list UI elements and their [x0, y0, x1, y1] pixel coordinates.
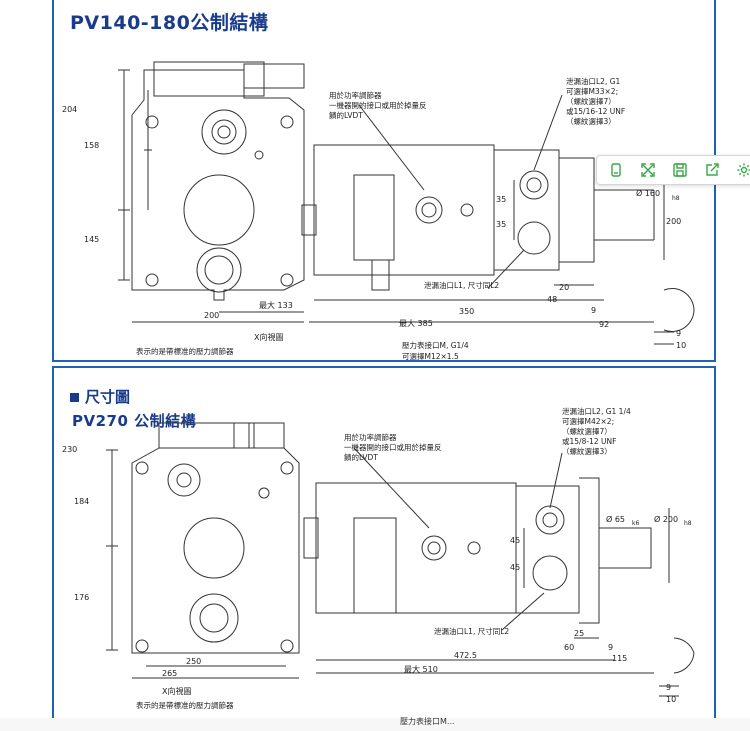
dim-265: 265 — [162, 669, 177, 678]
leak-label: 泄漏油口L1, 尺寸同L2 — [424, 280, 499, 290]
note-right-1: 泄漏油口L2, G1 — [566, 76, 621, 86]
panel-title: PV140-180公制結構 — [70, 12, 269, 34]
pressure-label-2: 可選擇M12×1.5 — [402, 351, 459, 361]
section-heading: 尺寸圖 — [70, 386, 130, 407]
dim-200: 200 — [204, 311, 219, 320]
dim-9: 9 — [591, 306, 596, 315]
note-left-1: 用於功率調節器 — [329, 90, 382, 100]
note-right-5: （螺紋選擇3） — [566, 116, 616, 126]
dim-133: 最大 133 — [259, 300, 293, 310]
note-left-3: 饋的LVDT — [329, 110, 363, 120]
note-right-2: 可選擇M33×2; — [566, 86, 618, 96]
dim-92: 92 — [599, 320, 609, 329]
leak-label: 泄漏油口L1, 尺寸同L2 — [434, 626, 509, 636]
note-left-2: 一機器開的接口或用於掉量反 — [329, 100, 427, 110]
dim-204: 204 — [62, 105, 77, 114]
technical-drawing: 230 184 176 250 265 X向視圖 表示的是帶標准的壓力調節器 用… — [62, 406, 695, 710]
dim-35a: 35 — [496, 195, 506, 204]
floating-toolbar — [596, 155, 750, 185]
dim-45b: 45 — [510, 563, 520, 572]
dim-9b: 9 — [666, 683, 671, 692]
dim-230: 230 — [62, 445, 77, 454]
note-right-4: 或15/8-12 UNF — [562, 436, 616, 446]
note-left-2: 一機器開的接口或用於掉量反 — [344, 442, 442, 452]
view-subcaption: 表示的是帶標准的壓力調節器 — [136, 700, 234, 710]
copy-icon[interactable] — [603, 159, 629, 181]
share-icon[interactable] — [699, 159, 725, 181]
dim-48: 48 — [547, 295, 557, 304]
dim-60: 60 — [564, 643, 574, 652]
dim-184: 184 — [74, 497, 89, 506]
dim-385: 最大 385 — [399, 318, 433, 328]
dim-200-right: 200 — [666, 217, 681, 226]
view-caption: X向視圖 — [254, 332, 283, 342]
note-left-3: 饋的LVDT — [344, 452, 378, 462]
cut-off-label: 壓力表接口M... — [400, 717, 455, 726]
dim-9: 9 — [608, 643, 613, 652]
dim-200-right: Ø 200 — [654, 514, 678, 524]
dim-176: 176 — [74, 593, 89, 602]
dim-65: Ø 65 — [606, 514, 625, 524]
dim-h8: h8 — [672, 195, 680, 202]
panel-title: PV270 公制結構 — [72, 412, 197, 430]
note-right-1: 泄漏油口L2, G1 1/4 — [562, 406, 631, 416]
note-left-1: 用於功率調節器 — [344, 432, 397, 442]
dim-25: 25 — [574, 629, 584, 638]
dim-35b: 35 — [496, 220, 506, 229]
dim-20: 20 — [559, 283, 569, 292]
dim-472-5: 472.5 — [454, 651, 477, 660]
section-heading-text: 尺寸圖 — [85, 388, 131, 406]
settings-icon[interactable] — [731, 159, 750, 181]
section-marker-icon — [70, 393, 79, 402]
technical-drawing: 204 158 145 200 最大 133 X向視圖 表示的是帶標准的壓力調節… — [62, 61, 695, 361]
note-right-5: （螺紋選擇3） — [562, 446, 612, 456]
dim-10: 10 — [676, 341, 686, 350]
dim-158: 158 — [84, 141, 99, 150]
dim-510: 最大 510 — [404, 664, 438, 674]
view-caption: X向視圖 — [162, 686, 191, 696]
dim-45a: 45 — [510, 536, 520, 545]
dim-145: 145 — [84, 235, 99, 244]
dim-9b: 9 — [676, 329, 681, 338]
drawing-panel-pv270: 尺寸圖 PV270 公制結構 — [52, 366, 716, 718]
dim-h8: h8 — [684, 520, 692, 527]
note-right-3: （螺紋選擇7） — [562, 426, 612, 436]
save-icon[interactable] — [667, 159, 693, 181]
expand-icon[interactable] — [635, 159, 661, 181]
dim-115: 115 — [612, 654, 627, 663]
page-bottom-strip — [0, 718, 750, 731]
note-right-3: （螺紋選擇7） — [566, 96, 616, 106]
view-subcaption: 表示的是帶標准的壓力調節器 — [136, 346, 234, 356]
dim-k6: k6 — [632, 520, 639, 527]
dim-350: 350 — [459, 307, 474, 316]
note-right-2: 可選擇M42×2; — [562, 416, 614, 426]
pressure-label: 壓力表接口M, G1/4 — [402, 340, 469, 350]
dim-250: 250 — [186, 657, 201, 666]
note-right-4: 或15/16-12 UNF — [566, 106, 625, 116]
dim-10: 10 — [666, 695, 676, 704]
dim-160: Ø 160 — [636, 188, 660, 198]
